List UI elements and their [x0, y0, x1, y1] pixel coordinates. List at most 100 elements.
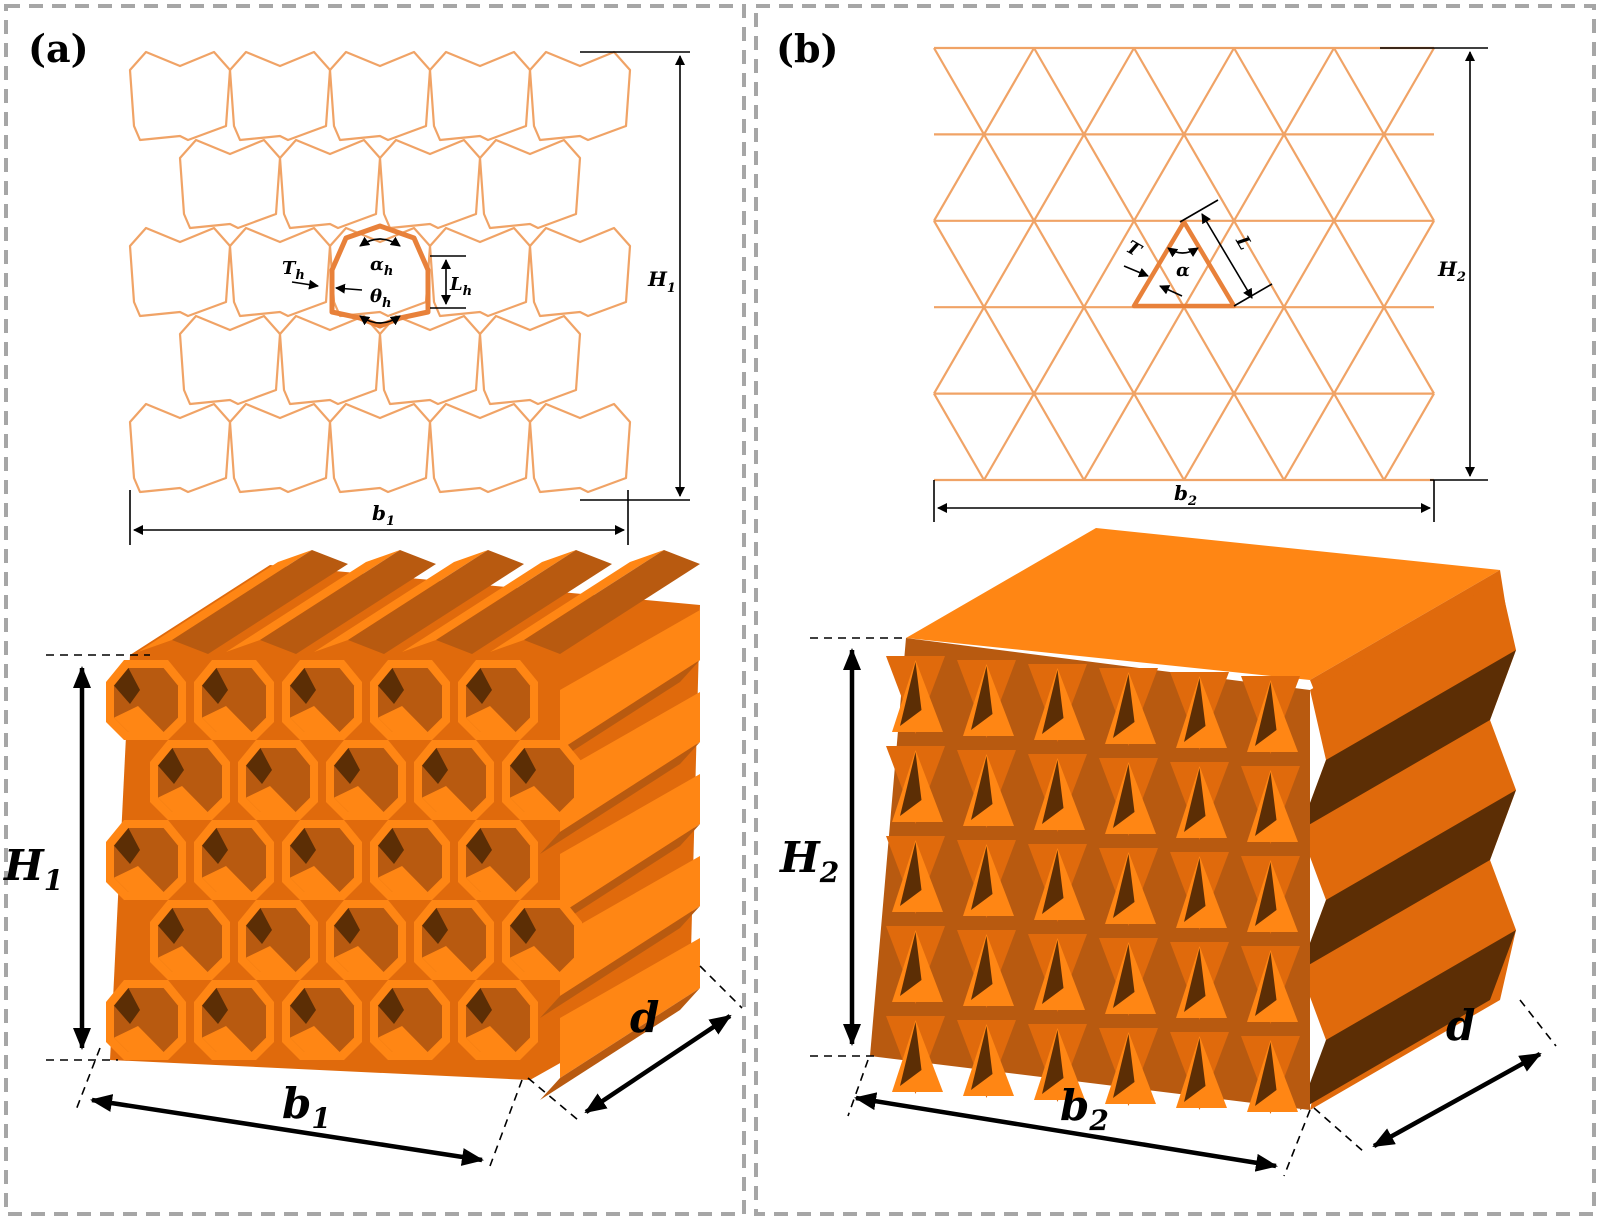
front-cell-shadow	[510, 908, 536, 944]
front-cell-shadow	[290, 668, 316, 704]
front-cell-floor	[466, 866, 516, 892]
right-side-shade	[1300, 930, 1516, 1110]
lattice-diagonal-line	[983, 393, 1035, 481]
top-ridge-face	[138, 550, 312, 652]
front-cell-shadow	[466, 828, 492, 864]
panel-a-3d-width-label: b1	[282, 1079, 331, 1135]
lattice-diagonal-line	[1333, 133, 1385, 222]
front-triangle-shadow	[1255, 862, 1277, 926]
front-cell-floor	[510, 786, 560, 812]
front-triangle-shadow	[1255, 772, 1277, 836]
lattice-cell	[278, 314, 382, 406]
lattice-diagonal-line	[933, 220, 985, 308]
front-cell-shadow	[378, 668, 404, 704]
panel-a-label: (a)	[28, 26, 89, 71]
front-triangle-shadow	[900, 1022, 922, 1086]
lattice-diagonal-line	[983, 220, 1035, 308]
lattice-cell	[328, 402, 432, 494]
front-triangle-shadow	[1184, 858, 1206, 922]
panel-b-top-width-dimension: b2	[933, 480, 1435, 522]
lattice-cell	[428, 226, 532, 318]
panel-b-frame	[754, 4, 1596, 1216]
lattice-diagonal-line	[1183, 393, 1235, 481]
front-triangle-shadow	[971, 756, 993, 820]
front-cell-floor	[378, 706, 428, 732]
front-cell-shadow	[466, 668, 492, 704]
front-cell-shadow	[378, 988, 404, 1024]
front-cell-shadow	[202, 668, 228, 704]
front-cell-shadow	[158, 908, 184, 944]
front-cell-floor	[378, 866, 428, 892]
panel-b-3d-depth-label: d	[1446, 1001, 1475, 1050]
front-cell-floor	[246, 786, 296, 812]
lattice-cell	[378, 138, 482, 230]
front-triangle-shadow	[900, 752, 922, 816]
front-triangle-shadow	[1113, 944, 1135, 1008]
lattice-diagonal-line	[1083, 306, 1135, 395]
panel-b-3d-width-label: b2	[1060, 1081, 1109, 1137]
front-cell-floor	[158, 786, 208, 812]
cell-thickness-t-label: T	[1122, 237, 1145, 263]
front-triangle-shadow	[1184, 1038, 1206, 1102]
lattice-cell	[428, 402, 532, 494]
lattice-diagonal-line	[1333, 47, 1385, 135]
front-triangle-shadow	[900, 932, 922, 996]
front-triangle-shadow	[1255, 1042, 1277, 1106]
front-cell-floor	[114, 706, 164, 732]
side-tube-shadow	[540, 742, 700, 854]
front-cell-shadow	[114, 828, 140, 864]
lattice-cell	[328, 50, 432, 142]
lattice-diagonal-line	[1083, 393, 1135, 481]
model-top-face	[906, 528, 1500, 680]
lattice-diagonal-line	[983, 306, 1035, 395]
lattice-diagonal-line	[1333, 393, 1385, 481]
panel-b-3d-dimensions: H2 b2 d	[779, 637, 1557, 1177]
cell-thickness-th-label: Th	[282, 258, 305, 283]
front-triangle-shadow	[1042, 760, 1064, 824]
panel-b-top-height-dimension: H2	[1380, 47, 1488, 481]
panel-a-cell-annotations: Th αh θh Lh	[282, 236, 472, 326]
right-side-shade	[1300, 650, 1516, 830]
lattice-diagonal-line	[1333, 306, 1385, 395]
front-triangle-shadow	[971, 846, 993, 910]
lattice-diagonal-line	[1233, 133, 1285, 222]
lattice-diagonal-line	[1033, 306, 1085, 395]
lattice-diagonal-line	[1283, 393, 1335, 481]
front-cell-shadow	[114, 988, 140, 1024]
front-cell-shadow	[114, 668, 140, 704]
top-ridge-side	[348, 550, 524, 654]
front-triangle-shadow	[1184, 678, 1206, 742]
lattice-cell	[278, 138, 382, 230]
front-triangle-shadow	[1042, 1030, 1064, 1094]
front-triangle-shadow	[1113, 764, 1135, 828]
lattice-cell	[478, 314, 582, 406]
side-tube-face	[560, 692, 700, 832]
top-ridge-face	[226, 550, 400, 652]
side-tube-shadow	[540, 906, 700, 1018]
lattice-diagonal-line	[1133, 306, 1185, 395]
front-cell-shadow	[510, 748, 536, 784]
front-cell-floor	[466, 706, 516, 732]
lattice-diagonal-line	[1033, 220, 1085, 308]
panel-b-cell-annotations: T α L	[1122, 199, 1273, 307]
cell-angle-alpha-label: α	[1176, 260, 1190, 281]
lattice-diagonal-line	[1133, 133, 1185, 222]
lattice-diagonal-line	[1233, 47, 1285, 135]
panel-a-3d-honeycomb-model	[106, 550, 700, 1100]
front-cell-floor	[422, 946, 472, 972]
panel-b-3d-height-label: H2	[779, 833, 839, 889]
front-triangle-shadow	[900, 842, 922, 906]
lattice-diagonal-line	[933, 133, 985, 222]
panel-a-top-height-label: H1	[647, 267, 676, 296]
front-triangle-shadow	[1042, 850, 1064, 914]
front-triangle-shadow	[1184, 768, 1206, 832]
front-cell-shadow	[290, 988, 316, 1024]
front-triangle-shadow	[971, 1026, 993, 1090]
lattice-cell	[128, 50, 232, 142]
panel-a-top-width-dimension: b1	[129, 490, 629, 545]
front-cell-floor	[202, 706, 252, 732]
highlighted-hex-cell	[329, 223, 431, 329]
lattice-diagonal-line	[1083, 47, 1135, 135]
lattice-diagonal-line	[1183, 306, 1235, 395]
